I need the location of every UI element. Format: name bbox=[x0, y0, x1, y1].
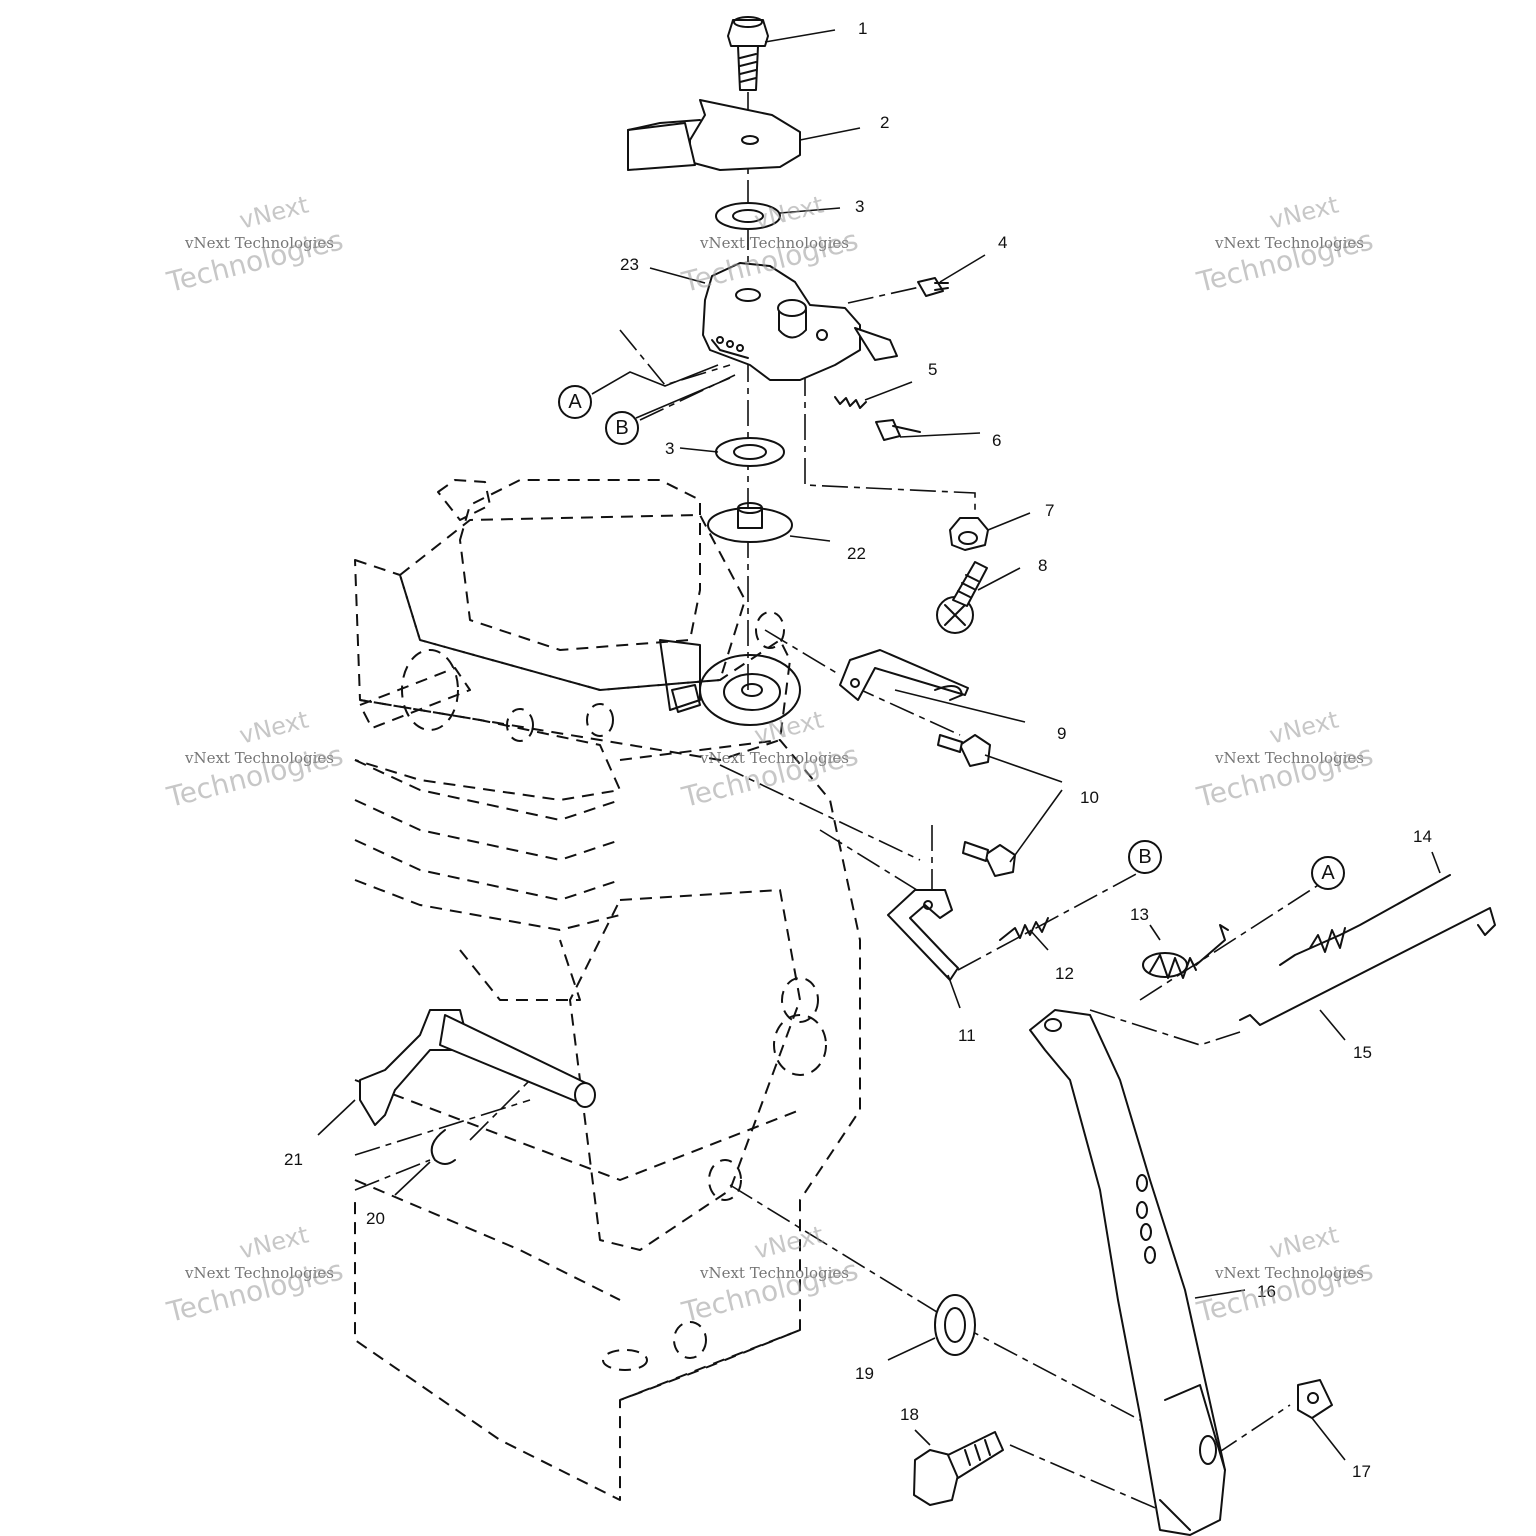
svg-text:vNext: vNext bbox=[752, 191, 827, 235]
leader-lines bbox=[317, 29, 1441, 1461]
clip-20 bbox=[430, 1129, 456, 1165]
reference-a-lower: A bbox=[1311, 856, 1345, 890]
callout-21: 21 bbox=[284, 1150, 303, 1169]
svg-text:vNext: vNext bbox=[237, 1221, 312, 1265]
callout-numbers: 1 2 3 3 4 5 6 7 8 9 10 11 12 13 14 15 16… bbox=[284, 19, 1432, 1481]
reference-a-upper: A bbox=[558, 385, 592, 419]
watermark: vNext vNext Technologies Technologies bbox=[163, 191, 346, 300]
callout-10: 10 bbox=[1080, 788, 1099, 807]
reference-label: A bbox=[568, 391, 582, 413]
bolt-10-upper bbox=[937, 734, 991, 767]
callout-22: 22 bbox=[847, 544, 866, 563]
callout-4: 4 bbox=[998, 233, 1007, 252]
callout-20: 20 bbox=[366, 1209, 385, 1228]
svg-text:vNext Technologies: vNext Technologies bbox=[184, 1264, 334, 1282]
bolt-10-lower bbox=[962, 841, 1016, 877]
callout-18: 18 bbox=[900, 1405, 919, 1424]
svg-text:vNext Technologies: vNext Technologies bbox=[699, 234, 849, 252]
screw-4 bbox=[917, 277, 949, 297]
svg-text:vNext Technologies: vNext Technologies bbox=[699, 749, 849, 767]
watermark: vNext vNext Technologies Technologies bbox=[163, 1221, 346, 1330]
governor-mount bbox=[659, 639, 801, 726]
bracket-9 bbox=[839, 649, 969, 701]
svg-text:vNext: vNext bbox=[237, 191, 312, 235]
engine-block bbox=[354, 479, 861, 1501]
watermark: vNext vNext Technologies Technologies bbox=[1193, 1221, 1376, 1330]
svg-text:vNext: vNext bbox=[1267, 706, 1342, 750]
callout-15: 15 bbox=[1353, 1043, 1372, 1062]
reference-b-lower: B bbox=[1128, 840, 1162, 874]
svg-text:vNext: vNext bbox=[237, 706, 312, 750]
callout-3-upper: 3 bbox=[855, 197, 864, 216]
watermark: vNext vNext Technologies Technologies bbox=[1193, 191, 1376, 300]
callout-3-lower: 3 bbox=[665, 439, 674, 458]
svg-text:vNext Technologies: vNext Technologies bbox=[184, 234, 334, 252]
callout-1: 1 bbox=[858, 19, 867, 38]
reference-label: B bbox=[1138, 846, 1151, 868]
nut-7 bbox=[949, 517, 989, 551]
washer-22 bbox=[707, 502, 793, 543]
callout-23: 23 bbox=[620, 255, 639, 274]
callout-16: 16 bbox=[1257, 1282, 1276, 1301]
spring-12 bbox=[999, 917, 1049, 941]
svg-text:vNext Technologies: vNext Technologies bbox=[184, 749, 334, 767]
bracket-11 bbox=[887, 889, 959, 981]
nut-17 bbox=[1297, 1379, 1333, 1419]
svg-text:vNext Technologies: vNext Technologies bbox=[1214, 749, 1364, 767]
bolt-18 bbox=[913, 1431, 1004, 1506]
svg-text:vNext Technologies: vNext Technologies bbox=[1214, 234, 1364, 252]
callout-9: 9 bbox=[1057, 724, 1066, 743]
washer-3-upper bbox=[715, 202, 781, 230]
screw-6 bbox=[875, 419, 921, 441]
callout-13: 13 bbox=[1130, 905, 1149, 924]
callout-17: 17 bbox=[1352, 1462, 1371, 1481]
lever-23 bbox=[702, 262, 898, 381]
callout-12: 12 bbox=[1055, 964, 1074, 983]
washer-3-lower bbox=[715, 437, 785, 467]
bolt-1 bbox=[727, 16, 769, 91]
callout-5: 5 bbox=[928, 360, 937, 379]
reference-label: B bbox=[615, 417, 628, 439]
watermark: vNext vNext Technologies Technologies bbox=[678, 1221, 861, 1330]
spring-5 bbox=[834, 396, 867, 409]
watermark: vNext vNext Technologies Technologies bbox=[163, 706, 346, 815]
assembly-lines bbox=[354, 92, 1321, 1511]
callout-2: 2 bbox=[880, 113, 889, 132]
callout-11: 11 bbox=[958, 1026, 976, 1045]
callout-14: 14 bbox=[1413, 827, 1432, 846]
svg-text:vNext: vNext bbox=[752, 1221, 827, 1265]
rod-14-15 bbox=[1239, 874, 1496, 1026]
spring-13 bbox=[1142, 924, 1229, 979]
reference-label: A bbox=[1321, 862, 1335, 884]
screw-8 bbox=[936, 561, 988, 634]
shaft-21 bbox=[359, 1009, 596, 1126]
svg-text:vNext Technologies: vNext Technologies bbox=[1214, 1264, 1364, 1282]
svg-text:vNext: vNext bbox=[1267, 191, 1342, 235]
svg-text:vNext Technologies: vNext Technologies bbox=[699, 1264, 849, 1282]
callout-6: 6 bbox=[992, 431, 1001, 450]
callout-7: 7 bbox=[1045, 501, 1054, 520]
plate-2 bbox=[627, 99, 801, 171]
arm-16 bbox=[1029, 1009, 1226, 1536]
svg-text:vNext: vNext bbox=[1267, 1221, 1342, 1265]
callout-19: 19 bbox=[855, 1364, 874, 1383]
reference-b-upper: B bbox=[605, 411, 639, 445]
washer-19 bbox=[934, 1294, 976, 1356]
callout-8: 8 bbox=[1038, 556, 1047, 575]
watermark: vNext vNext Technologies Technologies bbox=[1193, 706, 1376, 815]
